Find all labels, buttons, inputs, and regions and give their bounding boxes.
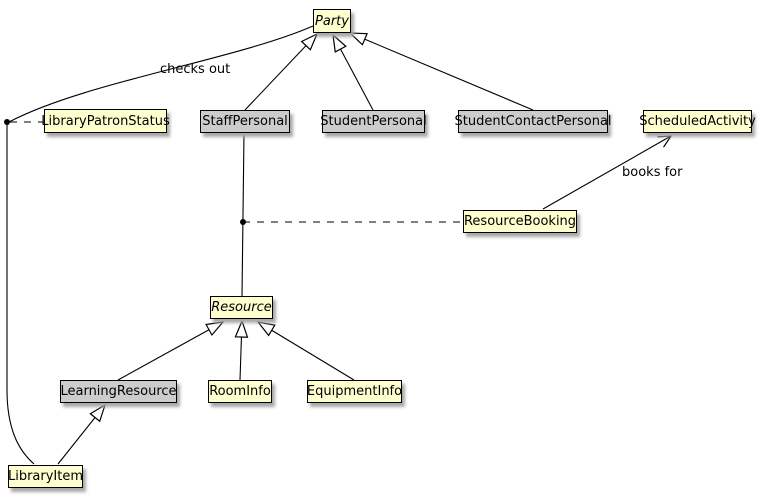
class-staffpersonal: StaffPersonal [200, 110, 290, 133]
class-resource-label: Resource [211, 300, 272, 315]
generalization-equipmentinfo-resource [256, 321, 355, 381]
directed-association-resourcebooking-scheduledactivity [542, 135, 673, 210]
class-roominfo-label: RoomInfo [209, 384, 271, 399]
class-party: Party [313, 9, 351, 33]
class-staffpersonal-label: StaffPersonal [202, 114, 288, 129]
association-class-anchor-dot-middle [240, 219, 246, 225]
class-resourcebooking: ResourceBooking [463, 210, 577, 233]
generalization-studentcontactpersonal-party [348, 32, 534, 111]
class-studentcontactpersonal: StudentContactPersonal [455, 110, 612, 133]
class-roominfo: RoomInfo [208, 380, 272, 403]
class-librarypatronstatus: LibraryPatronStatus [41, 109, 170, 133]
class-studentpersonal-label: StudentPersonal [320, 114, 427, 129]
generalization-libraryitem-learningresource [57, 403, 107, 465]
edge-label-checks-out: checks out [160, 62, 231, 77]
generalization-roominfo-resource [234, 319, 249, 381]
generalization-staffpersonal-party [244, 32, 319, 111]
edge-label-books-for: books for [622, 165, 683, 180]
class-libraryitem-label: LibraryItem [7, 469, 84, 484]
class-resourcebooking-label: ResourceBooking [463, 214, 577, 229]
class-libraryitem: LibraryItem [8, 465, 83, 488]
class-equipmentinfo: EquipmentInfo [307, 380, 402, 403]
association-party-libraryitem-lower [6, 122, 35, 465]
class-scheduledactivity-label: ScheduledActivity [639, 114, 756, 129]
class-resource: Resource [210, 296, 273, 319]
class-learningresource: LearningResource [60, 380, 177, 403]
association-class-anchor-dot-left [4, 119, 10, 125]
generalization-learningresource-resource [117, 321, 225, 381]
class-studentpersonal: StudentPersonal [320, 110, 427, 133]
class-studentcontactpersonal-label: StudentContactPersonal [454, 114, 612, 129]
class-equipmentinfo-label: EquipmentInfo [306, 384, 403, 399]
class-librarypatronstatus-label: LibraryPatronStatus [41, 113, 170, 129]
generalization-studentpersonal-party [332, 33, 374, 111]
association-staffpersonal-resource [241, 132, 245, 297]
class-learningresource-label: LearningResource [60, 384, 177, 399]
class-party-label: Party [315, 13, 349, 29]
association-party-libraryitem-upper [8, 25, 314, 123]
class-scheduledactivity: ScheduledActivity [639, 110, 756, 133]
